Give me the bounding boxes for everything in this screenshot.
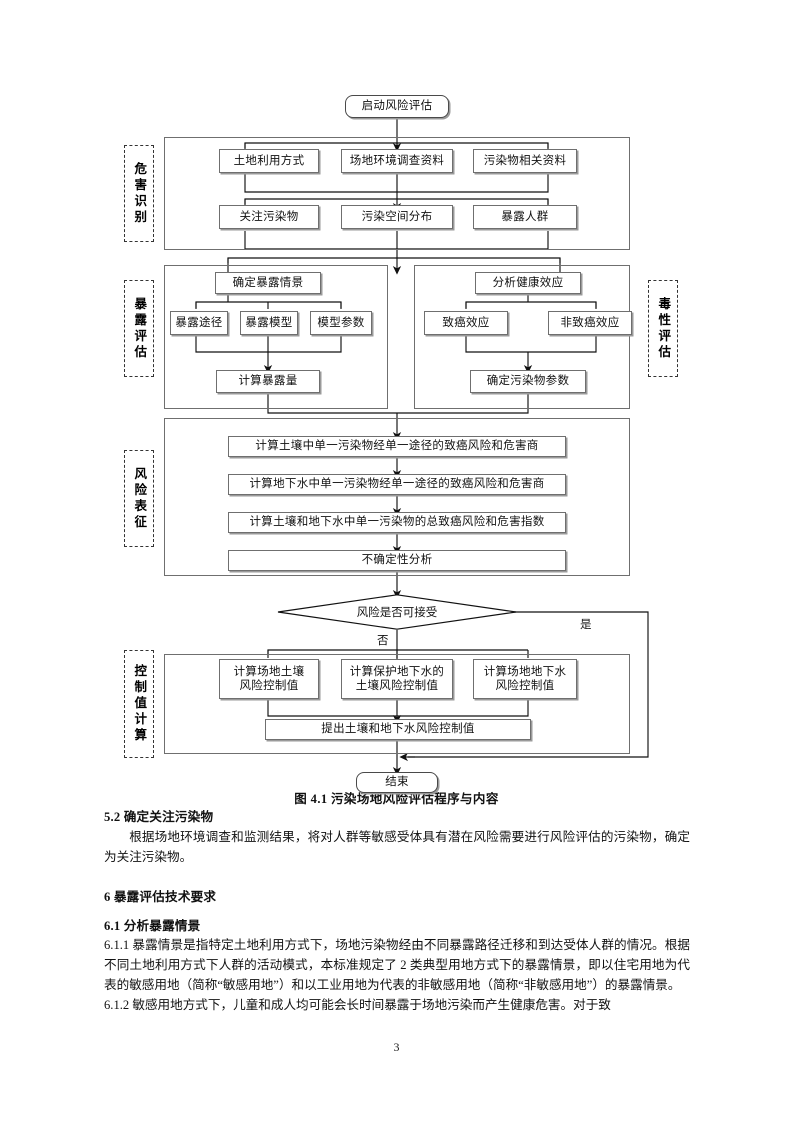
stage-label-exposure-text: 暴露评估	[132, 296, 147, 361]
node-noncarcinogenic-effect: 非致癌效应	[548, 311, 632, 335]
node-analyze-health-effects: 分析健康效应	[475, 272, 581, 294]
node-groundwater-protect-soil-value-label: 计算保护地下水的 土壤风险控制值	[349, 665, 445, 692]
spacer-2	[104, 908, 690, 917]
paragraph-5-2: 根据场地环境调查和监测结果，将对人群等敏感受体具有潜在风险需要进行风险评估的污染…	[104, 829, 690, 864]
node-propose-control-values: 提出土壤和地下水风险控制值	[265, 719, 531, 740]
node-risk-step-3-label: 计算土壤和地下水中单一污染物的总致癌风险和危害指数	[249, 516, 545, 529]
node-soil-risk-control-value-label: 计算场地土壤 风险控制值	[233, 665, 305, 692]
node-carcinogenic-effect-label: 致癌效应	[442, 316, 490, 329]
node-analyze-health-effects-label: 分析健康效应	[492, 276, 564, 289]
node-exposed-population-label: 暴露人群	[501, 210, 549, 223]
figure-caption: 图 4.1 污染场地风险评估程序与内容	[294, 792, 499, 806]
paragraph-6-1-2: 6.1.2 敏感用地方式下，儿童和成人均可能会长时间暴露于场地污染而产生健康危害…	[104, 998, 611, 1013]
node-calculate-exposure: 计算暴露量	[216, 370, 320, 393]
decision-risk-acceptable: 风险是否可接受	[277, 594, 517, 630]
stage-control-value-calculation	[164, 654, 630, 754]
node-pollution-distribution-label: 污染空间分布	[361, 210, 433, 223]
node-determine-pollutant-params-label: 确定污染物参数	[486, 375, 570, 388]
node-start-label: 启动风险评估	[361, 100, 433, 113]
page-number: 3	[393, 1040, 400, 1054]
node-risk-step-4-label: 不确定性分析	[361, 554, 433, 567]
node-site-survey-data: 场地环境调查资料	[341, 149, 453, 173]
document-body: 5.2 确定关注污染物 根据场地环境调查和监测结果，将对人群等敏感受体具有潜在风…	[104, 808, 690, 1016]
node-risk-step-2: 计算地下水中单一污染物经单一途径的致癌风险和危害商	[228, 474, 566, 495]
node-define-exposure-scenario-label: 确定暴露情景	[232, 276, 304, 289]
node-carcinogenic-effect: 致癌效应	[424, 311, 508, 335]
flowchart-connectors	[195, 118, 649, 776]
node-pollutant-data: 污染物相关资料	[473, 149, 577, 173]
node-site-survey-data-label: 场地环境调查资料	[349, 154, 445, 167]
flowchart-figure: 启动风险评估 危害识别 土地利用方式 场地环境调查资料 污染物相关资料 关注污染…	[124, 95, 678, 793]
stage-risk-characterization	[164, 418, 630, 576]
node-propose-control-values-label: 提出土壤和地下水风险控制值	[321, 723, 475, 736]
stage-label-toxicity: 毒性评估	[648, 280, 678, 377]
node-noncarcinogenic-effect-label: 非致癌效应	[560, 316, 620, 329]
node-exposure-model: 暴露模型	[240, 311, 298, 335]
node-end: 结束	[356, 772, 438, 793]
node-risk-step-1: 计算土壤中单一污染物经单一途径的致癌风险和危害商	[228, 436, 566, 457]
decision-label-no: 否	[377, 635, 389, 647]
node-land-use-label: 土地利用方式	[233, 154, 305, 167]
node-exposure-pathway: 暴露途径	[170, 311, 228, 335]
stage-label-risk: 风险表征	[124, 450, 154, 547]
decision-label: 风险是否可接受	[356, 607, 438, 619]
heading-5-2: 5.2 确定关注污染物	[104, 810, 214, 824]
decision-label-yes: 是	[580, 619, 592, 631]
node-target-pollutants-label: 关注污染物	[239, 210, 299, 223]
stage-label-control: 控制值计算	[124, 650, 154, 758]
node-soil-risk-control-value: 计算场地土壤 风险控制值	[219, 659, 319, 699]
node-define-exposure-scenario: 确定暴露情景	[215, 272, 321, 294]
heading-6: 6 暴露评估技术要求	[104, 889, 217, 904]
node-pollution-distribution: 污染空间分布	[341, 205, 453, 229]
node-start: 启动风险评估	[345, 95, 449, 118]
node-groundwater-risk-control-value-label: 计算场地地下水 风险控制值	[483, 665, 567, 692]
node-exposed-population: 暴露人群	[473, 205, 577, 229]
stage-label-toxicity-text: 毒性评估	[656, 296, 671, 361]
stage-label-hazard-text: 危害识别	[132, 161, 147, 226]
node-risk-step-1-label: 计算土壤中单一污染物经单一途径的致癌风险和危害商	[255, 440, 539, 453]
stage-toxicity-assessment	[414, 265, 630, 409]
node-determine-pollutant-params: 确定污染物参数	[470, 370, 586, 393]
node-groundwater-protect-soil-value: 计算保护地下水的 土壤风险控制值	[341, 659, 453, 699]
node-exposure-model-label: 暴露模型	[245, 316, 293, 329]
node-end-label: 结束	[385, 776, 409, 789]
heading-6-1: 6.1 分析暴露情景	[104, 918, 201, 933]
stage-label-hazard: 危害识别	[124, 145, 154, 242]
node-pollutant-data-label: 污染物相关资料	[483, 154, 567, 167]
stage-hazard-identification	[164, 137, 630, 250]
node-groundwater-risk-control-value: 计算场地地下水 风险控制值	[473, 659, 577, 699]
paragraph-6-1-1: 6.1.1 暴露情景是指特定土地利用方式下，场地污染物经由不同暴露路径迁移和到达…	[104, 938, 690, 993]
node-risk-step-4: 不确定性分析	[228, 550, 566, 571]
node-land-use: 土地利用方式	[219, 149, 319, 173]
spacer	[104, 868, 690, 877]
stage-exposure-assessment	[164, 265, 388, 409]
stage-label-control-text: 控制值计算	[132, 664, 147, 744]
stage-label-risk-text: 风险表征	[132, 466, 147, 531]
node-risk-step-2-label: 计算地下水中单一污染物经单一途径的致癌风险和危害商	[249, 478, 545, 491]
stage-label-exposure: 暴露评估	[124, 280, 154, 377]
node-calculate-exposure-label: 计算暴露量	[238, 375, 298, 388]
node-model-parameters: 模型参数	[310, 311, 372, 335]
node-model-parameters-label: 模型参数	[317, 316, 365, 329]
node-target-pollutants: 关注污染物	[219, 205, 319, 229]
node-risk-step-3: 计算土壤和地下水中单一污染物的总致癌风险和危害指数	[228, 512, 566, 533]
node-exposure-pathway-label: 暴露途径	[175, 316, 223, 329]
